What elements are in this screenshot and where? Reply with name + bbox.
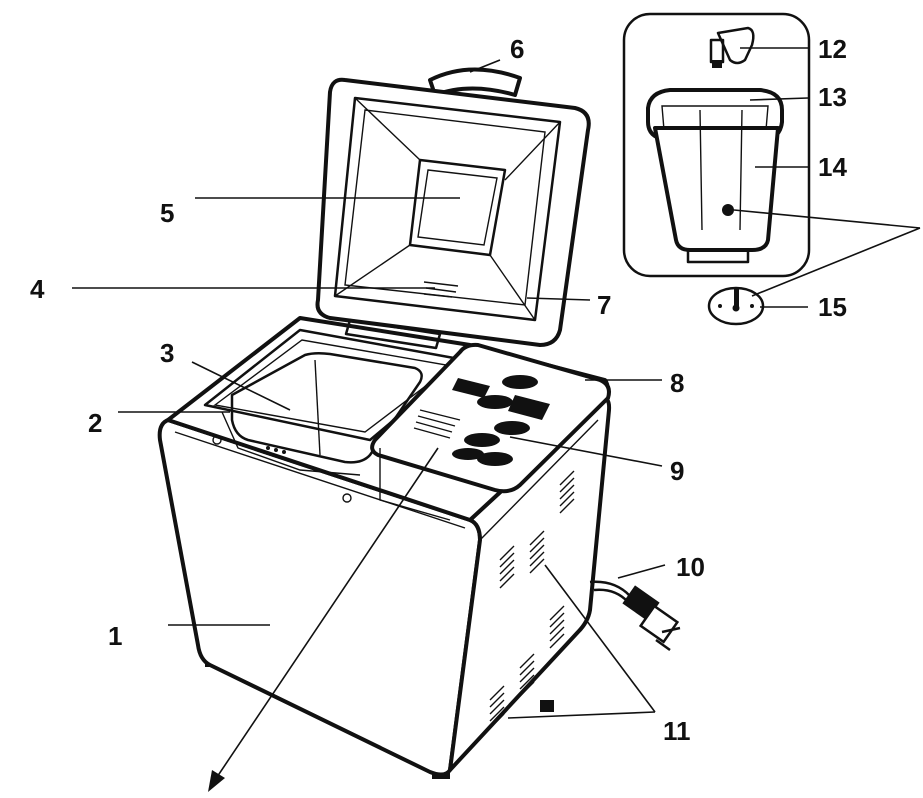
label-2: 2 <box>88 408 102 438</box>
label-11: 11 <box>663 716 691 746</box>
label-5: 5 <box>160 198 174 228</box>
label-10: 10 <box>676 552 705 582</box>
control-panel <box>370 342 611 521</box>
label-13: 13 <box>818 82 847 112</box>
label-8: 8 <box>670 368 684 398</box>
label-4: 4 <box>30 274 45 304</box>
label-15: 15 <box>818 292 847 322</box>
leader-lines <box>72 47 921 792</box>
label-1: 1 <box>108 621 122 651</box>
label-9: 9 <box>670 456 684 486</box>
part-labels: 1 2 3 4 5 6 7 8 9 10 11 12 13 14 15 <box>30 34 847 746</box>
pan-inset <box>622 12 811 326</box>
side-vents <box>489 470 575 729</box>
label-3: 3 <box>160 338 174 368</box>
label-6: 6 <box>510 34 524 64</box>
power-cord <box>589 580 681 652</box>
label-7: 7 <box>597 290 611 320</box>
label-12: 12 <box>818 34 847 64</box>
lid <box>315 67 591 350</box>
label-14: 14 <box>818 152 847 182</box>
